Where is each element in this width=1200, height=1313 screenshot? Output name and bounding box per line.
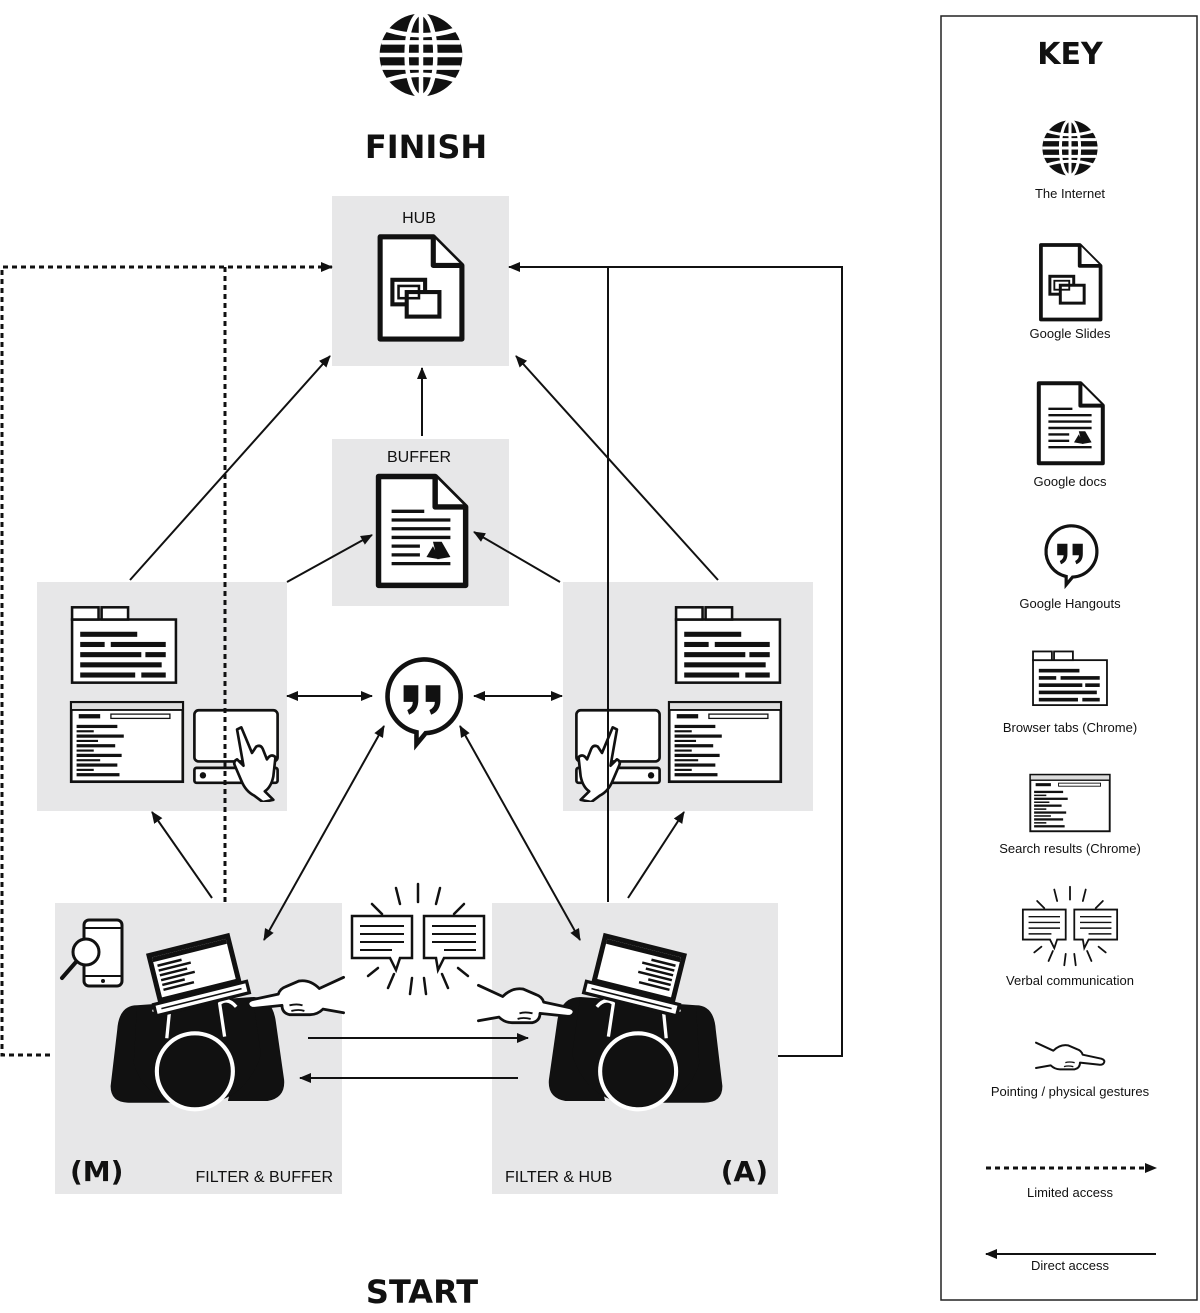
key-label-direct: Direct access <box>1031 1258 1110 1273</box>
key-label-slides: Google Slides <box>1030 326 1111 341</box>
person-m-node: (M) FILTER & BUFFER <box>55 903 346 1194</box>
start-label: START <box>366 1273 478 1311</box>
speech-bubbles-icon <box>350 882 486 996</box>
key-label-internet: The Internet <box>1035 186 1105 201</box>
arrow-person-m-hangouts <box>263 725 385 941</box>
browser-tabs-icon <box>1032 650 1108 707</box>
hub-node: HUB <box>332 196 509 366</box>
google-hangouts-icon <box>388 659 461 744</box>
key-label-pointing: Pointing / physical gestures <box>991 1084 1150 1099</box>
google-docs-icon <box>379 476 466 585</box>
finish-label: FINISH <box>365 128 487 166</box>
buffer-label: BUFFER <box>387 449 451 466</box>
workspace-a <box>563 582 813 811</box>
arrow-person-a-workspace <box>627 811 685 899</box>
google-slides-icon <box>1039 243 1103 322</box>
key-label-docs: Google docs <box>1034 474 1107 489</box>
key-panel: KEY The Internet Google Slides Google do… <box>940 15 1198 1301</box>
google-slides-icon <box>380 237 462 339</box>
person-a-label: (A) <box>721 1155 768 1188</box>
arrow-a-to-buffer <box>473 531 561 583</box>
browser-tabs-icon <box>674 605 782 684</box>
arrow-m-to-buffer <box>286 534 373 583</box>
globe-icon <box>380 14 463 97</box>
buffer-node: BUFFER <box>332 439 509 606</box>
arrow-a-to-hub <box>515 355 719 581</box>
search-results-icon <box>69 700 185 784</box>
key-title: KEY <box>1037 37 1104 72</box>
direct-access-arrow <box>508 262 843 1057</box>
person-m-label: (M) <box>70 1155 123 1188</box>
person-m-role: FILTER & BUFFER <box>196 1169 334 1186</box>
key-label-hangouts: Google Hangouts <box>1019 596 1121 611</box>
hub-label: HUB <box>402 210 436 227</box>
globe-icon <box>1040 118 1100 178</box>
key-label-tabs: Browser tabs (Chrome) <box>1003 720 1137 735</box>
arrow-m-to-hub <box>129 355 331 581</box>
connectors <box>0 262 843 1083</box>
person-a-node: (A) FILTER & HUB <box>476 903 778 1194</box>
key-label-search: Search results (Chrome) <box>999 841 1141 856</box>
browser-tabs-icon <box>70 605 178 684</box>
google-docs-icon <box>1036 381 1105 466</box>
search-results-icon <box>667 700 783 784</box>
key-label-verbal: Verbal communication <box>1006 973 1134 988</box>
arrow-person-a-hangouts <box>459 725 581 941</box>
key-label-limited: Limited access <box>1027 1185 1113 1200</box>
limited-access-arrow <box>0 262 333 1057</box>
search-results-icon <box>1029 773 1111 833</box>
arrow-person-m-workspace <box>151 811 213 899</box>
person-a-role: FILTER & HUB <box>505 1169 612 1186</box>
workspace-m <box>37 582 287 811</box>
